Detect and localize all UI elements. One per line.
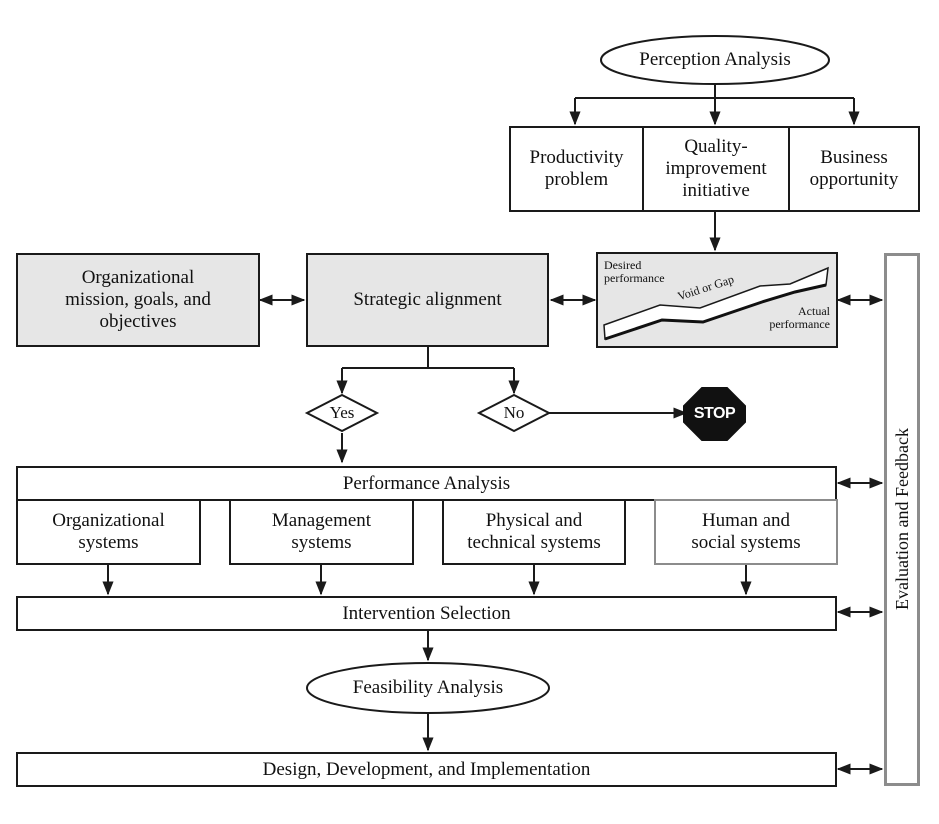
decision-connectors <box>336 346 688 464</box>
yes-label: Yes <box>329 403 355 422</box>
perception-connectors <box>569 84 860 252</box>
actual-performance-line <box>604 283 827 341</box>
perception-analysis-label: Perception Analysis <box>639 49 791 70</box>
stop-label: STOP <box>693 405 736 422</box>
strategic-alignment-label: Strategic alignment <box>353 289 502 311</box>
organizational-systems-box: Organizational systems <box>16 499 201 565</box>
physical-technical-systems-box: Physical and technical systems <box>442 499 626 565</box>
intervention-selection-box: Intervention Selection <box>16 596 837 631</box>
intervention-selection-label: Intervention Selection <box>342 602 511 624</box>
actual-performance-label: Actual performance <box>769 304 830 331</box>
feedback-connectors <box>836 477 884 775</box>
organizational-mission-box: Organizational mission, goals, and objec… <box>16 253 260 347</box>
design-development-implementation-box: Design, Development, and Implementation <box>16 752 837 787</box>
stop-octagon <box>683 387 746 441</box>
strategic-alignment-box: Strategic alignment <box>306 253 549 347</box>
systems-connectors <box>102 565 752 752</box>
management-systems-label: Management systems <box>271 510 372 553</box>
organizational-mission-label: Organizational mission, goals, and objec… <box>65 267 211 332</box>
quality-improvement-box: Quality- improvement initiative <box>642 126 790 212</box>
business-opportunity-box: Business opportunity <box>788 126 920 212</box>
physical-technical-systems-label: Physical and technical systems <box>467 510 601 553</box>
productivity-problem-box: Productivity problem <box>509 126 644 212</box>
performance-analysis-box: Performance Analysis <box>16 466 837 501</box>
quality-improvement-label: Quality- improvement initiative <box>665 136 767 201</box>
human-social-systems-label: Human and social systems <box>691 510 801 553</box>
desired-performance-label: Desired performance <box>604 258 665 285</box>
no-diamond <box>476 393 552 433</box>
evaluation-feedback-label: Evaluation and Feedback <box>891 428 912 610</box>
organizational-systems-label: Organizational systems <box>52 510 165 553</box>
human-social-systems-box: Human and social systems <box>654 499 838 565</box>
management-systems-box: Management systems <box>229 499 414 565</box>
performance-analysis-label: Performance Analysis <box>342 472 511 494</box>
yes-diamond <box>304 393 380 433</box>
gap-box <box>596 252 838 348</box>
productivity-problem-label: Productivity problem <box>529 147 624 190</box>
design-development-implementation-label: Design, Development, and Implementation <box>262 758 591 780</box>
feasibility-ellipse <box>306 662 550 714</box>
feasibility-analysis-label: Feasibility Analysis <box>352 677 504 698</box>
business-opportunity-label: Business opportunity <box>809 147 899 190</box>
no-label: No <box>503 403 525 422</box>
evaluation-feedback-box <box>884 253 920 786</box>
